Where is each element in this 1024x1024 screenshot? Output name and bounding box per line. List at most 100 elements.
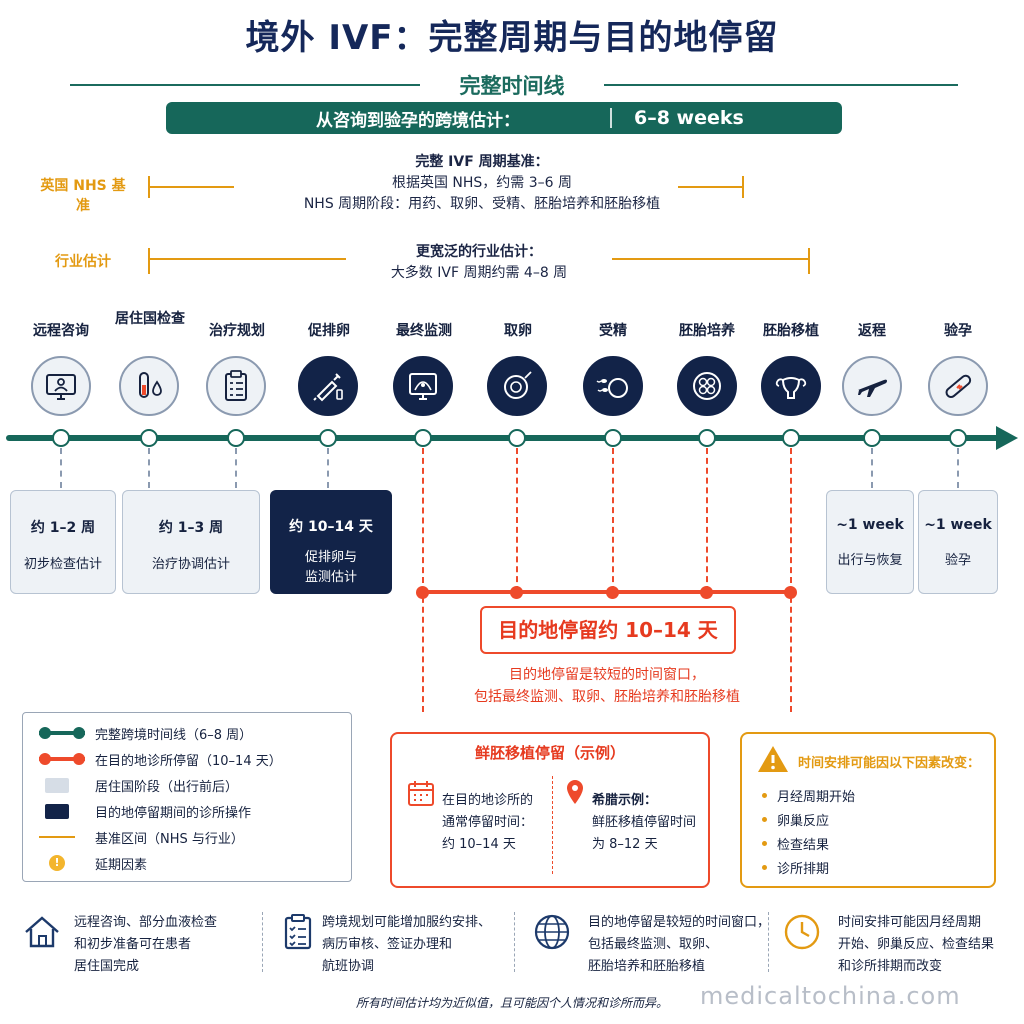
stage-label-consult: 远程咨询 bbox=[33, 323, 89, 339]
destination-stay-title: 目的地停留约 10–14 天 bbox=[480, 606, 736, 654]
destination-stay-desc: 目的地停留是较短的时间窗口， 包括最终监测、取卵、胚胎培养和胚胎移植 bbox=[400, 664, 814, 708]
timeline-node-retrieval bbox=[508, 429, 526, 447]
estimate-desc: 治疗协调估计 bbox=[151, 557, 230, 572]
banner-value: 6–8 weeks bbox=[634, 107, 744, 129]
timeline-node-return bbox=[863, 429, 881, 447]
note-destination: 目的地停留是较短的时间窗口，包括最终监测、取卵、胚胎培养和胚胎移植 bbox=[588, 915, 771, 974]
fresh-left-line: 通常停留时间： bbox=[442, 815, 534, 830]
industry-bar-right-tick bbox=[808, 248, 810, 274]
timeline-node-transfer bbox=[782, 429, 800, 447]
legend-text: 基准区间（NHS 与行业） bbox=[95, 831, 244, 847]
note-separator bbox=[768, 912, 769, 972]
estimate-desc: 出行与恢复 bbox=[837, 553, 903, 568]
egg-icon bbox=[487, 356, 547, 416]
monitor-doctor-icon bbox=[31, 356, 91, 416]
legend-text: 居住国阶段（出行前后） bbox=[95, 779, 239, 795]
subtitle-rule-left bbox=[70, 84, 420, 86]
timeline-node-home-check bbox=[140, 429, 158, 447]
footer-disclaimer: 所有时间估计均为近似值，且可能因个人情况和诊所而异。 bbox=[355, 996, 668, 1010]
stay-dot-retrieval bbox=[510, 586, 523, 599]
banner-separator bbox=[610, 108, 612, 128]
legend-text: 延期因素 bbox=[95, 857, 148, 873]
warning-icon bbox=[756, 744, 790, 778]
stage-label-retrieval: 取卵 bbox=[504, 323, 532, 339]
timing-factors-title: 时间安排可能因以下因素改变： bbox=[798, 756, 981, 771]
fresh-right-line: 希腊示例： bbox=[592, 793, 658, 808]
timeline-node-consult bbox=[52, 429, 70, 447]
timeline-arrow bbox=[996, 426, 1018, 450]
timeline-axis bbox=[6, 435, 1002, 441]
industry-bar-right bbox=[612, 258, 810, 260]
subtitle-rule-right bbox=[604, 84, 958, 86]
timeline-node-fertilization bbox=[604, 429, 622, 447]
estimate-desc: 验孕 bbox=[944, 553, 971, 568]
legend-text: 完整跨境时间线（6–8 周） bbox=[95, 727, 253, 743]
estimate-box-planning: 约 1–3 周 治疗协调估计 bbox=[122, 490, 260, 594]
legend-item-clinic: 目的地停留期间的诊所操作 bbox=[39, 801, 251, 821]
subtitle: 完整时间线 bbox=[459, 74, 565, 98]
nhs-line2: NHS 周期阶段：用药、取卵、受精、胚胎培养和胚胎移植 bbox=[303, 196, 661, 212]
note-home: 远程咨询、部分血液检查和初步准备可在患者居住国完成 bbox=[74, 915, 218, 974]
nhs-heading: 完整 IVF 周期基准： bbox=[415, 154, 549, 170]
fresh-right-line: 鲜胚移植停留时间 bbox=[592, 815, 697, 830]
nhs-bar-right bbox=[678, 186, 744, 188]
industry-heading: 更宽泛的行业估计： bbox=[416, 244, 542, 260]
note-separator bbox=[262, 912, 263, 972]
clock-icon bbox=[782, 912, 822, 956]
uterus-icon bbox=[761, 356, 821, 416]
fresh-transfer-title: 鲜胚移植停留（示例） bbox=[474, 744, 625, 762]
stage-label-test: 验孕 bbox=[944, 323, 972, 339]
timeline-node-test bbox=[949, 429, 967, 447]
stay-line1: 目的地停留是较短的时间窗口， bbox=[509, 667, 705, 683]
nhs-bar-left bbox=[148, 186, 234, 188]
legend-item-stay: 在目的地诊所停留（10–14 天） bbox=[39, 749, 282, 769]
stage-label-culture: 胚胎培养 bbox=[679, 323, 735, 339]
page-title: 境外 IVF：完整周期与目的地停留 bbox=[245, 18, 779, 58]
nhs-reference-text: 完整 IVF 周期基准： 根据英国 NHS，约需 3–6 周 NHS 周期阶段：… bbox=[232, 152, 732, 215]
note-separator bbox=[514, 912, 515, 972]
fresh-left-text: 在目的地诊所的 通常停留时间： 约 10–14 天 bbox=[442, 790, 533, 856]
nhs-reference-label: 英国 NHS 基准 bbox=[40, 178, 126, 214]
banner-label: 从咨询到验孕的跨境估计： bbox=[316, 110, 520, 131]
fresh-divider bbox=[552, 776, 553, 874]
nhs-bar-right-tick bbox=[742, 176, 744, 198]
legend-text: 在目的地诊所停留（10–14 天） bbox=[95, 753, 282, 769]
industry-reference-text: 更宽泛的行业估计： 大多数 IVF 周期约需 4–8 周 bbox=[346, 242, 612, 284]
embryo-icon bbox=[677, 356, 737, 416]
stay-line2: 包括最终监测、取卵、胚胎培养和胚胎移植 bbox=[474, 689, 740, 705]
connector-planning bbox=[235, 448, 237, 488]
fresh-right-text: 希腊示例： 鲜胚移植停留时间 为 8–12 天 bbox=[592, 790, 696, 856]
pregnancy-test-icon bbox=[928, 356, 988, 416]
stay-dot-culture bbox=[700, 586, 713, 599]
factor-item: 月经周期开始 bbox=[762, 786, 855, 805]
estimate-duration: 约 10–14 天 bbox=[289, 519, 373, 535]
estimate-desc: 初步检查估计 bbox=[23, 557, 102, 572]
red-connector-retrieval bbox=[516, 448, 518, 592]
note-timing: 时间安排可能因月经周期开始、卵巢反应、检查结果和诊所排期而改变 bbox=[838, 915, 995, 974]
legend-item-baseline: 基准区间（NHS 与行业） bbox=[39, 827, 244, 847]
estimate-box-test: ~1 week 验孕 bbox=[918, 490, 998, 594]
stage-label-stimulation: 促排卵 bbox=[308, 323, 350, 339]
timing-factors-box: 时间安排可能因以下因素改变： 月经周期开始 卵巢反应 检查结果 诊所排期 bbox=[740, 732, 996, 888]
red-connector-culture bbox=[706, 448, 708, 592]
sperm-icon bbox=[583, 356, 643, 416]
connector-home-check bbox=[148, 448, 150, 488]
globe-icon bbox=[532, 912, 572, 956]
legend-item-delay: ! 延期因素 bbox=[39, 853, 147, 873]
stage-label-transfer: 胚胎移植 bbox=[763, 323, 819, 339]
industry-bar-left-tick bbox=[148, 248, 150, 274]
red-connector-transfer bbox=[790, 448, 792, 712]
timeline-node-stimulation bbox=[319, 429, 337, 447]
estimate-duration: 约 1–3 周 bbox=[158, 520, 224, 536]
estimate-duration: 约 1–2 周 bbox=[30, 520, 96, 536]
stay-dot-fertilization bbox=[606, 586, 619, 599]
estimate-box-home-check: 约 1–2 周 初步检查估计 bbox=[10, 490, 116, 594]
legend-text: 目的地停留期间的诊所操作 bbox=[95, 805, 252, 821]
factor-item: 卵巢反应 bbox=[762, 810, 829, 829]
connector-return bbox=[871, 448, 873, 488]
connector-consult bbox=[60, 448, 62, 488]
timeline-node-culture bbox=[698, 429, 716, 447]
timeline-node-monitoring bbox=[414, 429, 432, 447]
stage-label-return: 返程 bbox=[858, 323, 886, 339]
stay-dot-monitoring bbox=[416, 586, 429, 599]
